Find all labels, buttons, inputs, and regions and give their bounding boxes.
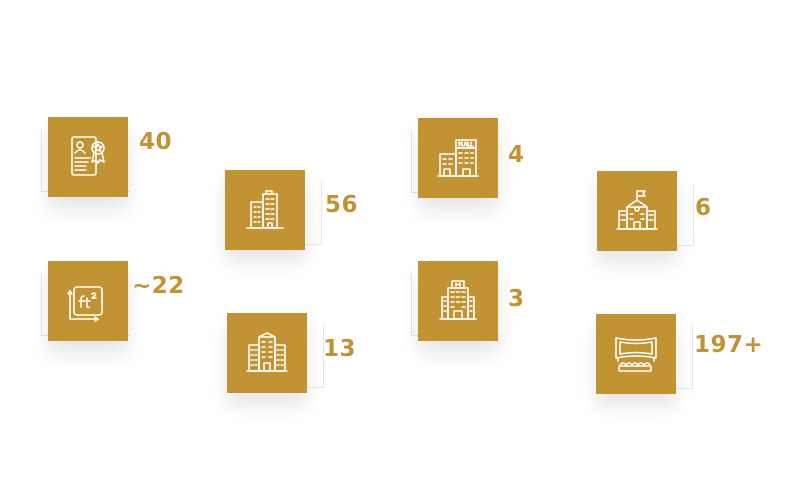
icon-tile	[597, 171, 677, 251]
icon-tile	[225, 170, 305, 250]
stat-value: 13	[323, 336, 357, 362]
stat-value: 40	[139, 129, 173, 155]
school-icon	[616, 190, 658, 230]
ft2-area-icon	[67, 286, 103, 322]
icon-tile	[596, 314, 676, 394]
icon-tile	[48, 261, 128, 341]
stat-item-area: ~22	[41, 261, 288, 361]
apartment-building-icon	[439, 280, 477, 320]
icon-tile	[48, 117, 128, 197]
stat-value: 197+	[694, 332, 764, 358]
stat-item-hotels: 13	[227, 313, 467, 413]
stat-item-certificates: 40	[41, 117, 288, 217]
stat-item-cinemas: 197+	[596, 314, 800, 414]
cinema-icon	[615, 337, 657, 372]
mall-icon	[437, 139, 479, 177]
stat-item-apartments: 3	[411, 261, 658, 361]
stat-value: 4	[508, 142, 525, 168]
stat-item-malls: 4	[411, 118, 658, 218]
icon-tile	[418, 261, 498, 341]
stat-item-office-towers: 56	[225, 170, 465, 270]
stat-item-schools: 6	[597, 171, 800, 271]
hotel-building-icon	[246, 332, 288, 372]
stat-value: 56	[325, 192, 359, 218]
stat-value: 6	[695, 195, 712, 221]
icon-tile	[227, 313, 307, 393]
certificate-icon	[71, 136, 105, 176]
office-towers-icon	[246, 190, 284, 229]
icon-tile	[418, 118, 498, 198]
stat-value: ~22	[132, 273, 185, 299]
stat-value: 3	[508, 286, 525, 312]
